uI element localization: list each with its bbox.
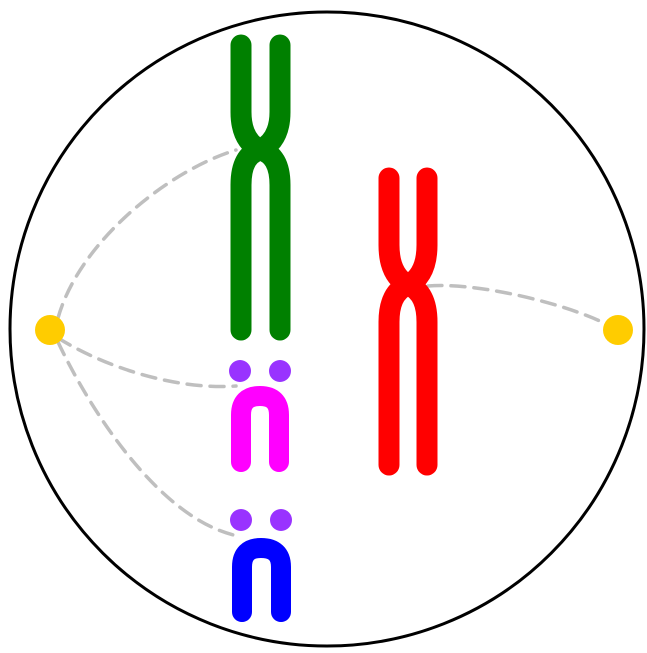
left-centrosome [35,315,65,345]
chromosome-green [241,45,280,330]
green-upper-arms [241,45,280,150]
chromosome-magenta [229,360,291,462]
red-lower-arms [389,285,427,465]
red-upper-arms [389,178,427,285]
magenta-right-dot [269,360,291,382]
chromosome-blue [230,509,292,612]
right-centrosome [603,315,633,345]
green-lower-arms [241,150,280,330]
spindle-fiber-left-to-magenta [58,338,236,387]
blue-left-dot [230,509,252,531]
spindle-fibers [58,150,608,536]
chromosome-red [389,178,427,465]
spindle-fiber-left-to-green [58,150,236,318]
spindle-fiber-left-to-blue [58,342,238,536]
blue-right-dot [270,509,292,531]
spindle-fiber-right-to-red [428,286,608,325]
magenta-chromatid [241,396,279,462]
magenta-left-dot [229,360,251,382]
blue-chromatid [242,548,281,612]
cell-membrane [10,12,644,646]
